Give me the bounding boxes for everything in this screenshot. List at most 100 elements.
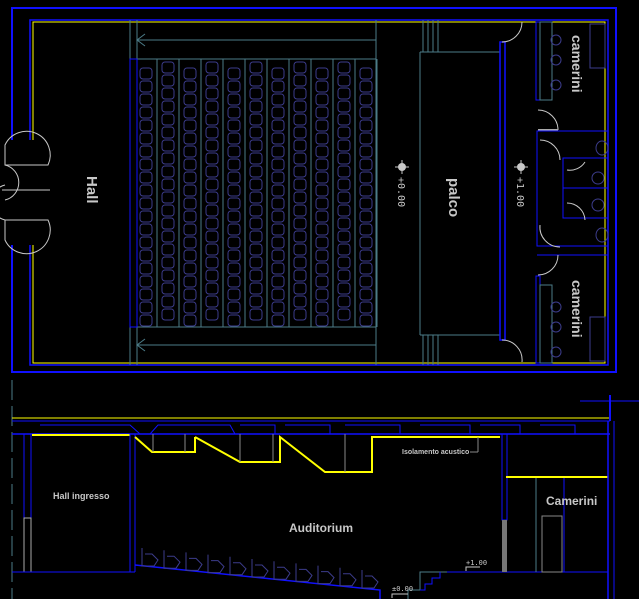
seat <box>205 217 219 230</box>
seat <box>271 262 285 275</box>
seat <box>249 295 263 308</box>
seat <box>183 171 197 184</box>
seat <box>337 269 351 282</box>
seat <box>183 210 197 223</box>
seat-grid <box>139 59 378 327</box>
seat <box>227 132 241 145</box>
seat <box>205 308 219 321</box>
seat <box>337 100 351 113</box>
seat <box>315 80 329 93</box>
seat <box>249 74 263 87</box>
seat <box>293 204 307 217</box>
seat <box>161 178 175 191</box>
seat <box>315 275 329 288</box>
seat <box>183 223 197 236</box>
seat <box>139 106 153 119</box>
seat <box>249 243 263 256</box>
seating-area <box>129 20 378 365</box>
seat <box>183 93 197 106</box>
seat <box>271 132 285 145</box>
seat <box>293 74 307 87</box>
seat <box>293 217 307 230</box>
seat <box>271 314 285 327</box>
seat <box>271 171 285 184</box>
seat <box>139 67 153 80</box>
seat <box>227 210 241 223</box>
seat <box>161 256 175 269</box>
section-seat <box>273 561 291 580</box>
acoustic-ceiling <box>134 434 500 473</box>
seat <box>205 269 219 282</box>
seat <box>139 236 153 249</box>
seat <box>315 119 329 132</box>
seat <box>359 184 373 197</box>
seat <box>227 93 241 106</box>
seat <box>293 61 307 74</box>
entrance-doors <box>0 130 51 255</box>
svg-text:+1.00: +1.00 <box>466 559 487 567</box>
seat <box>139 158 153 171</box>
seat <box>161 165 175 178</box>
seat <box>161 139 175 152</box>
seat <box>205 87 219 100</box>
seat <box>139 80 153 93</box>
floor-plan: Hall <box>0 7 617 373</box>
seat <box>227 119 241 132</box>
seat <box>359 197 373 210</box>
seat <box>337 178 351 191</box>
seat <box>271 210 285 223</box>
seat <box>183 106 197 119</box>
seat <box>227 80 241 93</box>
seat <box>359 93 373 106</box>
section-seat <box>317 565 335 585</box>
seat <box>271 80 285 93</box>
seat <box>205 295 219 308</box>
seat <box>271 301 285 314</box>
seat <box>183 197 197 210</box>
seat <box>161 61 175 74</box>
dressing-rooms <box>535 21 609 364</box>
seat <box>139 93 153 106</box>
seat <box>205 243 219 256</box>
seat <box>293 165 307 178</box>
seat <box>337 243 351 256</box>
seat <box>315 314 329 327</box>
seat <box>293 269 307 282</box>
seat <box>205 126 219 139</box>
seat <box>161 204 175 217</box>
seat <box>293 191 307 204</box>
seat <box>315 145 329 158</box>
seat <box>183 314 197 327</box>
seat <box>337 126 351 139</box>
seat <box>337 217 351 230</box>
seat <box>139 314 153 327</box>
seat <box>139 301 153 314</box>
seat <box>249 256 263 269</box>
seat <box>359 119 373 132</box>
seat <box>359 171 373 184</box>
section-seat <box>251 559 269 578</box>
seat <box>337 74 351 87</box>
seat <box>183 67 197 80</box>
seat <box>139 197 153 210</box>
seat <box>359 275 373 288</box>
seat <box>315 249 329 262</box>
seat <box>139 145 153 158</box>
seat <box>227 288 241 301</box>
seat <box>139 132 153 145</box>
section-seat <box>229 556 247 576</box>
seat <box>315 288 329 301</box>
seat <box>249 100 263 113</box>
seat <box>293 230 307 243</box>
seat <box>161 217 175 230</box>
seat <box>359 67 373 80</box>
section-seat-row <box>141 548 379 589</box>
seat <box>205 152 219 165</box>
seat <box>227 262 241 275</box>
seat <box>249 269 263 282</box>
dressing-section-label: Camerini <box>546 494 597 508</box>
seat <box>227 223 241 236</box>
seat <box>139 171 153 184</box>
seat <box>359 106 373 119</box>
seat <box>183 132 197 145</box>
